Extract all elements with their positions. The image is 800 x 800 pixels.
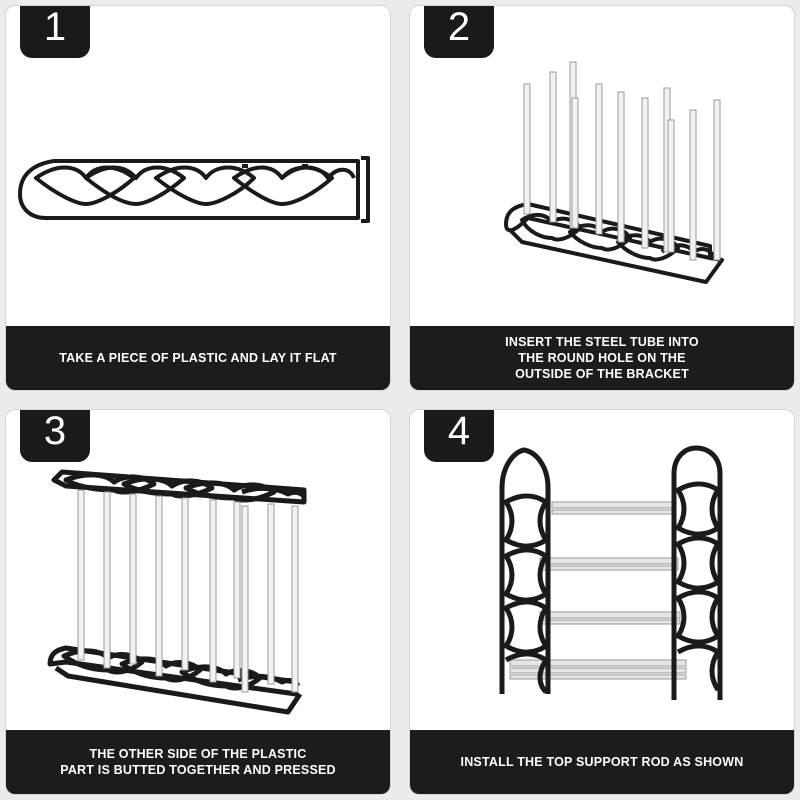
caption-line-2: PART IS BUTTED TOGETHER AND PRESSED	[60, 763, 336, 777]
step-1-panel: 1 TAKE A PIECE OF PLASTIC AND LAY IT FLA…	[5, 5, 391, 391]
step-1-caption: TAKE A PIECE OF PLASTIC AND LAY IT FLAT	[6, 326, 390, 390]
caption-line-2: THE ROUND HOLE ON THE	[518, 351, 686, 365]
tubes-between-two-brackets-illustration	[47, 469, 307, 715]
step-4-panel: 4 INSTALL	[409, 409, 795, 795]
caption-text-block: THE OTHER SIDE OF THE PLASTIC PART IS BU…	[60, 746, 336, 778]
caption-text: TAKE A PIECE OF PLASTIC AND LAY IT FLAT	[59, 351, 337, 365]
step-number-badge: 3	[20, 410, 90, 462]
step-number-badge: 2	[424, 6, 494, 58]
bracket-with-steel-tubes-illustration	[504, 61, 724, 284]
assembled-shoe-rack-illustration	[499, 445, 723, 700]
step-number-badge: 1	[20, 6, 90, 58]
caption-line-1: THE OTHER SIDE OF THE PLASTIC	[89, 747, 307, 761]
plastic-bracket-flat-illustration	[18, 156, 370, 223]
caption-text: INSTALL THE TOP SUPPORT ROD AS SHOWN	[460, 755, 744, 769]
step-2-caption: INSERT THE STEEL TUBE INTO THE ROUND HOL…	[410, 326, 794, 390]
step-3-panel: 3	[5, 409, 391, 795]
step-3-caption: THE OTHER SIDE OF THE PLASTIC PART IS BU…	[6, 730, 390, 794]
step-number-badge: 4	[424, 410, 494, 462]
caption-line-1: INSERT THE STEEL TUBE INTO	[505, 335, 699, 349]
step-2-panel: 2 INSERT THE STEEL TUBE INTO	[409, 5, 795, 391]
caption-text-block: INSERT THE STEEL TUBE INTO THE ROUND HOL…	[505, 334, 699, 382]
caption-line-3: OUTSIDE OF THE BRACKET	[515, 367, 689, 381]
step-4-caption: INSTALL THE TOP SUPPORT ROD AS SHOWN	[410, 730, 794, 794]
